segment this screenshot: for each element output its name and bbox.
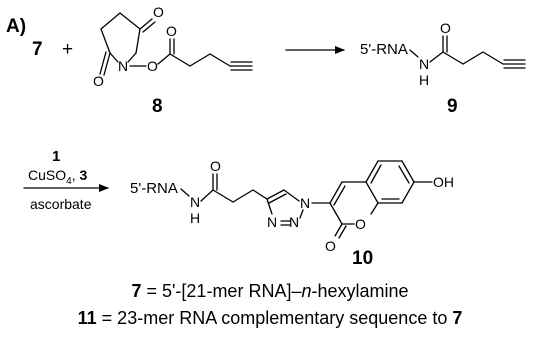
atom-H: H — [190, 210, 200, 226]
atom-O: O — [166, 23, 177, 39]
atom-O: O — [355, 216, 366, 232]
atom-O: O — [210, 158, 221, 174]
structure-8: O O N O O — [93, 4, 253, 89]
rna-label: 5'-RNA — [130, 180, 178, 197]
reagent-1-label: 1 — [52, 148, 60, 165]
legend-line-7: 7 = 5'-[21-mer RNA]–n-hexylamine — [131, 281, 409, 301]
compound-7-label: 7 — [32, 39, 43, 60]
compound-9-label: 9 — [447, 96, 458, 117]
condition-ascorbate: ascorbate — [30, 196, 92, 212]
compound-10-label: 10 — [352, 248, 373, 269]
atom-O: O — [325, 238, 336, 254]
atom-N: N — [419, 56, 429, 72]
atom-H: H — [419, 72, 429, 88]
structure-9: 5'-RNA N H O — [360, 20, 526, 88]
atom-O: O — [440, 20, 451, 36]
condition-cuso4: CuSO4, 3 — [28, 167, 87, 187]
atom-N: N — [267, 214, 277, 230]
atom-N: N — [190, 194, 200, 210]
panel-label: A) — [6, 16, 26, 37]
atom-N: N — [118, 58, 128, 74]
atom-N: N — [300, 195, 310, 211]
compound-8-label: 8 — [152, 96, 163, 117]
legend-line-11: 11 = 23-mer RNA complementary sequence t… — [77, 308, 463, 328]
atom-O: O — [93, 73, 104, 89]
plus-sign: + — [62, 39, 73, 60]
structure-10: 5'-RNA N H O N N N O O — [130, 158, 454, 254]
rna-label: 5'-RNA — [360, 41, 408, 58]
atom-N: N — [289, 214, 299, 230]
atom-O: O — [147, 58, 158, 74]
atom-O: O — [153, 4, 164, 20]
atom-OH: OH — [433, 174, 454, 190]
